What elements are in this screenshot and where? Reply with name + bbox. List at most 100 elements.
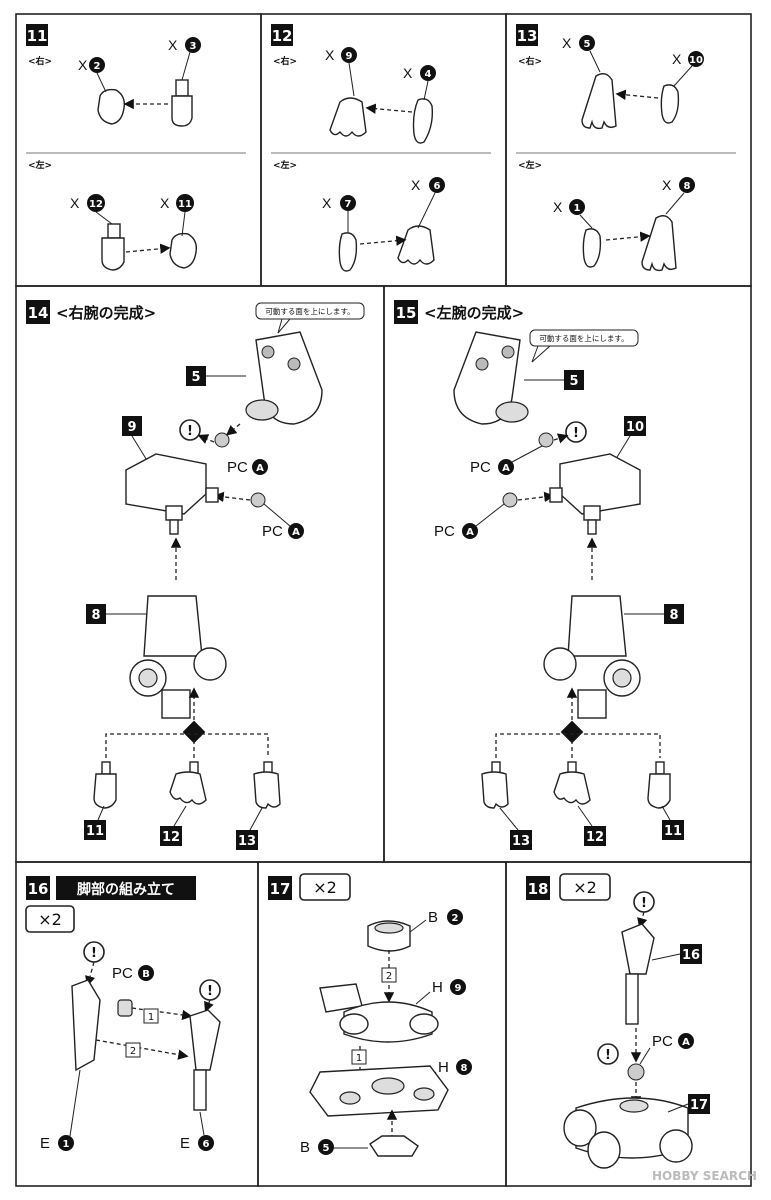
part-circle: 9 xyxy=(346,51,353,62)
arrow-icon xyxy=(615,89,659,100)
wrist-joint-part xyxy=(107,223,121,239)
caution-icon: ! xyxy=(91,946,97,961)
arrow-icon xyxy=(365,103,413,114)
pc-label: PC xyxy=(652,1033,673,1050)
pivot-icon xyxy=(182,720,206,744)
part-circle: A xyxy=(502,463,510,474)
hip-joint-part xyxy=(343,1001,433,1043)
part-number-label: 5 xyxy=(191,370,200,385)
multiplier-label: ×2 xyxy=(573,878,597,897)
note-bubble: 可動する面を上にします。 xyxy=(265,307,354,316)
right-side-label: <右> xyxy=(273,55,297,67)
part-circle: A xyxy=(466,527,474,538)
note-bubble: 可動する面を上にします。 xyxy=(539,334,628,343)
part-circle: 5 xyxy=(584,39,591,50)
caution-icon xyxy=(179,419,201,441)
hand-part xyxy=(647,773,671,809)
wrist-joint-part xyxy=(175,79,189,97)
peg xyxy=(205,487,219,503)
shin-shaft xyxy=(193,1069,207,1111)
part-number-label: 8 xyxy=(669,608,678,623)
part-number-label: 9 xyxy=(127,420,136,435)
pc-label: PC xyxy=(227,459,248,476)
hand-part xyxy=(641,215,677,272)
step-18: 18 ×2 ! 16 ! PC A 17 xyxy=(526,873,710,1169)
polycap-part xyxy=(627,1063,645,1081)
hand-part xyxy=(93,773,117,809)
part-number-label: 11 xyxy=(86,824,104,839)
step-number: 15 xyxy=(396,304,417,322)
caution-icon xyxy=(597,1043,619,1065)
arrow-icon xyxy=(125,243,171,254)
forearm-part xyxy=(161,689,191,719)
step-11: 11 <右> <左> X 2 X 3 X 12 X 11 xyxy=(26,24,246,271)
left-side-label: <左> xyxy=(518,159,542,171)
sub-step-number: 2 xyxy=(130,1046,136,1057)
part-circle: A xyxy=(256,463,264,474)
part-circle: B xyxy=(142,969,150,980)
part-label: E xyxy=(180,1135,190,1152)
step-title: <右腕の完成> xyxy=(56,304,156,322)
hand-part xyxy=(553,771,591,805)
watermark: HOBBY SEARCH xyxy=(652,1169,757,1183)
peg xyxy=(587,519,597,535)
part-circle: 1 xyxy=(63,1139,70,1150)
part-circle: 7 xyxy=(345,199,352,210)
part-number-label: 16 xyxy=(682,948,700,963)
part-circle: 6 xyxy=(434,181,441,192)
forearm-part xyxy=(577,689,607,719)
shin-part xyxy=(189,1009,221,1071)
right-side-label: <右> xyxy=(518,55,542,67)
step-number: 12 xyxy=(272,27,293,45)
pivot-icon xyxy=(560,720,584,744)
cap-part xyxy=(369,1135,419,1157)
qty-label: X xyxy=(325,47,335,63)
part-number-label: 8 xyxy=(91,608,100,623)
pc-label: PC xyxy=(434,523,455,540)
hand-part xyxy=(481,771,509,809)
qty-label: X xyxy=(562,35,572,51)
polycap-part xyxy=(502,492,518,508)
hand-part xyxy=(169,771,207,805)
caution-icon: ! xyxy=(573,426,579,441)
part-label: E xyxy=(40,1135,50,1152)
arrow-icon xyxy=(359,235,407,246)
caution-icon: ! xyxy=(605,1048,611,1063)
part-label: B xyxy=(300,1139,310,1156)
part-circle: 3 xyxy=(190,41,197,52)
pc-label: PC xyxy=(112,965,133,982)
part-number-label: 10 xyxy=(626,420,644,435)
qty-label: X xyxy=(322,195,332,211)
hand-part xyxy=(329,97,367,137)
step-14: 14 <右腕の完成> 可動する面を上にします。 5 ! PC A PC A 9 xyxy=(26,300,365,850)
step-number: 18 xyxy=(528,880,549,898)
qty-label: X xyxy=(662,177,672,193)
shin-part xyxy=(621,923,655,975)
shoulder-block-part xyxy=(559,453,641,515)
hand-part xyxy=(171,95,193,127)
step-number: 17 xyxy=(270,880,291,898)
part-circle: 8 xyxy=(461,1063,468,1074)
hand-part xyxy=(97,88,126,125)
part-circle: 5 xyxy=(323,1143,330,1154)
part-circle: A xyxy=(682,1037,690,1048)
part-number-label: 11 xyxy=(664,824,682,839)
arrow-icon xyxy=(605,231,651,242)
step-13: 13 <右> <左> X 5 X 10 X 1 X 8 xyxy=(516,24,736,272)
qty-label: X xyxy=(403,65,413,81)
qty-label: X xyxy=(553,199,563,215)
part-circle: 2 xyxy=(452,913,459,924)
hand-part xyxy=(338,232,358,272)
shoulder-block-part xyxy=(125,453,207,515)
peg xyxy=(549,487,563,503)
step-title: 脚部の組み立て xyxy=(77,881,175,898)
hand-part xyxy=(412,98,434,144)
hand-part xyxy=(582,228,602,268)
part-circle: 4 xyxy=(425,69,432,80)
part-number-label: 5 xyxy=(569,374,578,389)
part-label: H xyxy=(438,1059,449,1076)
step-number: 14 xyxy=(28,304,49,322)
part-number-label: 13 xyxy=(238,834,256,849)
left-side-label: <左> xyxy=(28,159,52,171)
